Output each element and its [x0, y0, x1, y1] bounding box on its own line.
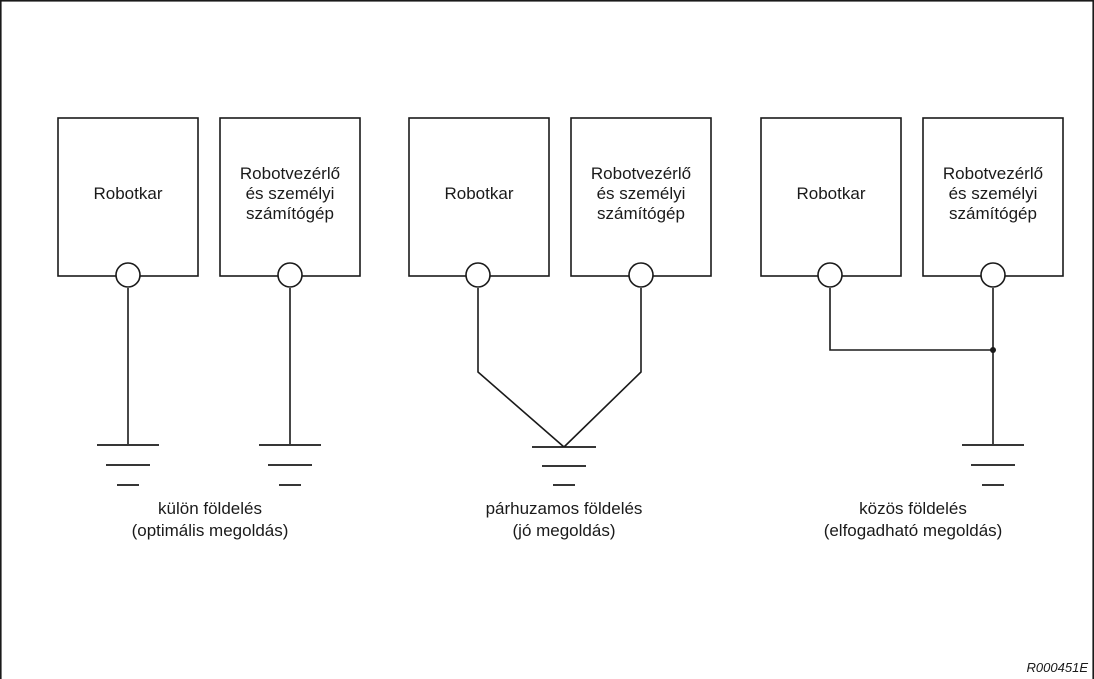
- controller-label-line: Robotvezérlő: [942, 164, 1044, 183]
- grounding-caption: párhuzamos földelés (jó megoldás): [444, 498, 684, 542]
- robot-arm-box: [408, 117, 550, 277]
- ground-wire: [829, 288, 993, 351]
- caption-title: közös földelés: [859, 499, 967, 518]
- controller-box: [219, 117, 361, 277]
- robot-arm-label: Robotkar: [93, 184, 163, 203]
- config-common-grounding: [760, 117, 1064, 486]
- ground-terminal: [115, 262, 141, 288]
- ground-wire: [563, 288, 642, 448]
- robot-arm-label: Robotkar: [444, 184, 514, 203]
- caption-title: párhuzamos földelés: [485, 499, 643, 518]
- controller-label-line: Robotvezérlő: [239, 164, 341, 183]
- caption-rating: (jó megoldás): [512, 521, 616, 540]
- ground-terminal: [980, 262, 1006, 288]
- ground-terminal: [817, 262, 843, 288]
- ground-terminal: [277, 262, 303, 288]
- config-separate-grounding: [57, 117, 361, 486]
- controller-label: Robotvezérlő és személyi számítógép: [220, 164, 360, 224]
- caption-rating: (elfogadható megoldás): [823, 521, 1003, 540]
- controller-label-line: és személyi: [245, 184, 335, 203]
- ground-terminal: [465, 262, 491, 288]
- ground-wire: [477, 288, 565, 448]
- caption-title: külön földelés: [158, 499, 262, 518]
- controller-label-line: számítógép: [246, 204, 334, 223]
- controller-label: Robotvezérlő és személyi számítógép: [923, 164, 1063, 224]
- controller-label-line: és személyi: [948, 184, 1038, 203]
- caption-rating: (optimális megoldás): [131, 521, 289, 540]
- grounding-caption: közös földelés (elfogadható megoldás): [793, 498, 1033, 542]
- controller-label-line: és személyi: [596, 184, 686, 203]
- junction-dot: [990, 347, 996, 353]
- controller-box: [570, 117, 712, 277]
- robot-arm-label: Robotkar: [796, 184, 866, 203]
- robot-arm-box: [57, 117, 199, 277]
- ground-symbol: [259, 444, 321, 486]
- ground-symbol: [962, 444, 1024, 486]
- figure-code: R000451E: [1026, 660, 1088, 675]
- robot-arm-box: [760, 117, 902, 277]
- controller-label-line: számítógép: [949, 204, 1037, 223]
- ground-symbol: [97, 444, 159, 486]
- controller-label: Robotvezérlő és személyi számítógép: [571, 164, 711, 224]
- controller-box: [922, 117, 1064, 277]
- config-parallel-grounding: [408, 117, 712, 486]
- controller-label-line: számítógép: [597, 204, 685, 223]
- ground-terminal: [628, 262, 654, 288]
- grounding-caption: külön földelés (optimális megoldás): [90, 498, 330, 542]
- controller-label-line: Robotvezérlő: [590, 164, 692, 183]
- ground-symbol: [532, 446, 596, 486]
